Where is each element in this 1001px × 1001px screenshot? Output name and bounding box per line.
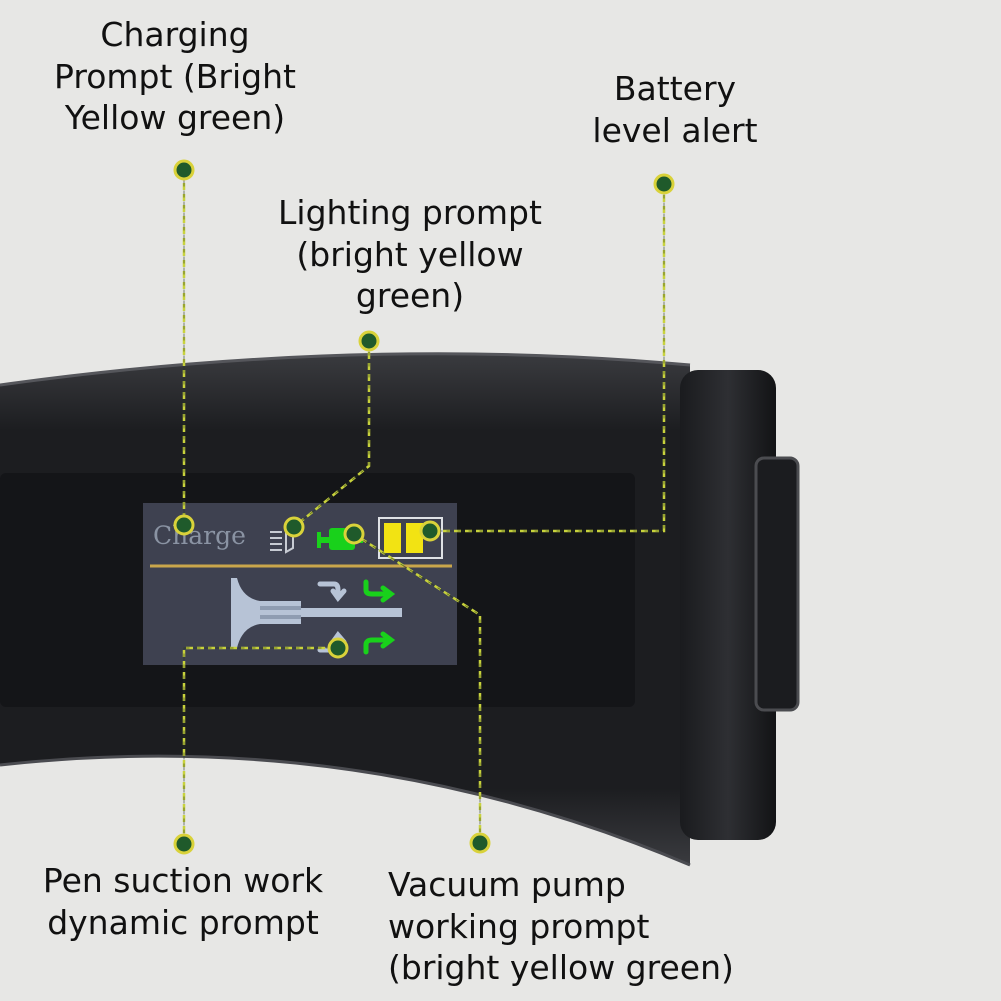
label-line: level alert: [592, 110, 758, 150]
callout-dot: [653, 173, 675, 195]
label-line: (bright yellow: [296, 234, 524, 274]
callout-dot: [173, 159, 195, 181]
callout-dot: [173, 514, 195, 536]
label-line: Battery: [613, 69, 737, 108]
callout-dot: [358, 330, 380, 352]
device-connector: [754, 456, 800, 712]
label-lighting-prompt: Lighting prompt (bright yellow green): [240, 192, 580, 317]
callout-dot: [419, 520, 441, 542]
label-vacuum-pump: Vacuum pump working prompt (bright yello…: [388, 864, 808, 989]
device-end-cap: [680, 370, 776, 840]
label-line: working prompt: [388, 906, 650, 946]
label-line: Prompt (Bright: [54, 56, 296, 96]
callout-lines-dark: [183, 172, 665, 844]
callout-dot: [469, 832, 491, 854]
callout-dots: [173, 159, 675, 855]
pen-suction-icon: [231, 578, 402, 648]
label-line: green): [355, 276, 465, 316]
label-line: Pen suction work: [42, 861, 324, 900]
label-line: Yellow green): [64, 98, 286, 138]
device-body-bottom-edge: [0, 754, 691, 867]
label-battery-alert: Battery level alert: [560, 68, 790, 151]
label-line: Charging: [100, 15, 250, 54]
callout-line-battery: [430, 184, 666, 533]
device-body-top-edge: [0, 352, 691, 387]
label-line: Vacuum pump: [388, 865, 626, 904]
callout-dot: [173, 833, 195, 855]
label-line: dynamic prompt: [47, 902, 319, 942]
callout-dot: [283, 516, 305, 538]
charge-text: Charge: [153, 521, 246, 550]
label-pen-suction: Pen suction work dynamic prompt: [18, 860, 348, 943]
callout-dot: [327, 637, 349, 659]
label-line: Lighting prompt: [278, 193, 542, 232]
label-charging-prompt: Charging Prompt (Bright Yellow green): [40, 14, 310, 139]
lighting-icon: [270, 526, 294, 554]
label-line: (bright yellow green): [388, 948, 734, 988]
callout-dot: [343, 523, 365, 545]
battery-icon: [378, 517, 443, 559]
